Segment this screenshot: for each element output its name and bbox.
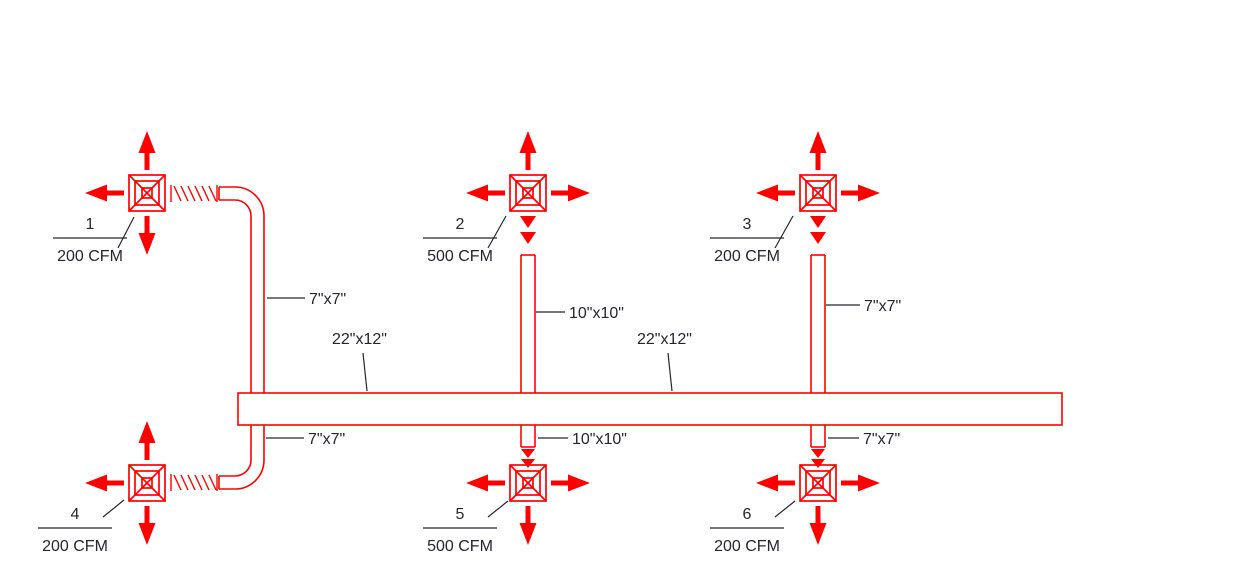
airflow-arrow-down-icon	[519, 506, 537, 545]
airflow-arrow-up-icon	[138, 421, 156, 460]
diffuser-1	[85, 131, 166, 255]
leader-line	[487, 500, 509, 518]
diffuser-icon	[128, 464, 166, 502]
diffuser-number: 1	[86, 216, 95, 233]
airflow-arrow-right-icon	[841, 474, 880, 492]
riser-duct-top-mid	[520, 216, 536, 393]
airflow-arrow-left-icon	[756, 474, 795, 492]
diffuser-cfm: 500 CFM	[427, 248, 493, 265]
diffuser-4	[85, 421, 166, 545]
duct-size-label-top-left: 7"x7"	[267, 291, 346, 308]
leader-line	[117, 216, 135, 249]
duct-size-text: 22"x12"	[332, 331, 387, 348]
diffuser-number: 4	[71, 506, 80, 523]
flex-connector-icon	[811, 449, 825, 458]
leader-line	[362, 352, 368, 392]
callout-diffuser-5: 5 500 CFM	[423, 500, 509, 555]
airflow-arrow-left-icon	[85, 184, 124, 202]
leader-line	[774, 215, 794, 249]
duct-size-text: 10"x10"	[572, 431, 627, 448]
airflow-arrow-down-icon	[138, 506, 156, 545]
airflow-arrow-right-icon	[551, 184, 590, 202]
duct-size-label-top-mid: 10"x10"	[536, 305, 624, 322]
duct-size-label-bottom-right: 7"x7"	[828, 431, 900, 448]
diffuser-icon	[509, 464, 547, 502]
diffuser-icon	[799, 174, 837, 212]
main-supply-duct	[237, 392, 1063, 426]
flex-connector-icon	[810, 216, 826, 228]
airflow-arrow-right-icon	[551, 474, 590, 492]
callout-diffuser-6: 6 200 CFM	[710, 500, 796, 555]
duct-size-text: 7"x7"	[309, 291, 346, 308]
duct-size-label-top-right: 7"x7"	[826, 298, 901, 315]
duct-size-label-main-left: 22"x12"	[332, 331, 387, 392]
riser-duct-bottom-right	[810, 425, 826, 468]
airflow-arrow-up-icon	[809, 131, 827, 170]
flex-duct-bottom-left	[170, 474, 218, 491]
duct-size-text: 22"x12"	[637, 331, 692, 348]
airflow-arrow-up-icon	[138, 131, 156, 170]
diffuser-number: 6	[743, 506, 752, 523]
diffuser-5	[466, 464, 590, 545]
diffuser-cfm: 200 CFM	[714, 538, 780, 555]
diffuser-number: 3	[743, 216, 752, 233]
branch-duct-bottom-left	[218, 425, 265, 490]
airflow-arrow-left-icon	[85, 474, 124, 492]
main-duct-outline	[237, 392, 1063, 426]
flex-connector-icon	[810, 232, 826, 244]
flex-connector-icon	[520, 232, 536, 244]
diffuser-cfm: 500 CFM	[427, 538, 493, 555]
duct-size-text: 7"x7"	[308, 431, 345, 448]
diffuser-6	[756, 464, 880, 545]
leader-line	[102, 499, 125, 518]
diffuser-icon	[509, 174, 547, 212]
airflow-arrow-left-icon	[756, 184, 795, 202]
duct-size-text: 10"x10"	[569, 305, 624, 322]
diffuser-2	[466, 131, 590, 212]
diffuser-cfm: 200 CFM	[57, 248, 123, 265]
flex-connector-icon	[520, 216, 536, 228]
airflow-arrow-down-icon	[809, 506, 827, 545]
leader-line	[774, 500, 796, 518]
airflow-arrow-left-icon	[466, 184, 505, 202]
callout-diffuser-3: 3 200 CFM	[710, 215, 794, 265]
callout-diffuser-2: 2 500 CFM	[423, 215, 507, 265]
duct-size-text: 7"x7"	[864, 298, 901, 315]
diffuser-number: 5	[456, 506, 465, 523]
airflow-arrow-up-icon	[519, 131, 537, 170]
branch-duct-top-left	[218, 186, 265, 393]
callout-diffuser-1: 1 200 CFM	[53, 216, 135, 265]
flex-duct-top-left	[170, 185, 218, 202]
duct-size-text: 7"x7"	[863, 431, 900, 448]
diffuser-icon	[128, 174, 166, 212]
airflow-arrow-down-icon	[138, 216, 156, 255]
duct-size-label-bottom-left: 7"x7"	[266, 431, 345, 448]
diffuser-icon	[799, 464, 837, 502]
airflow-arrow-right-icon	[841, 184, 880, 202]
diffuser-cfm: 200 CFM	[42, 538, 108, 555]
flex-connector-icon	[811, 459, 825, 468]
flex-connector-icon	[521, 449, 535, 458]
leader-line	[667, 352, 673, 392]
riser-duct-top-right	[810, 216, 826, 393]
flex-connector-icon	[521, 459, 535, 468]
airflow-arrow-left-icon	[466, 474, 505, 492]
diffuser-cfm: 200 CFM	[714, 248, 780, 265]
riser-duct-bottom-mid	[520, 425, 536, 468]
duct-size-label-main-right: 22"x12"	[637, 331, 692, 392]
callout-diffuser-4: 4 200 CFM	[38, 499, 125, 555]
diffuser-number: 2	[456, 216, 465, 233]
diffuser-3	[756, 131, 880, 212]
leader-line	[487, 215, 507, 249]
duct-size-label-bottom-mid: 10"x10"	[538, 431, 627, 448]
